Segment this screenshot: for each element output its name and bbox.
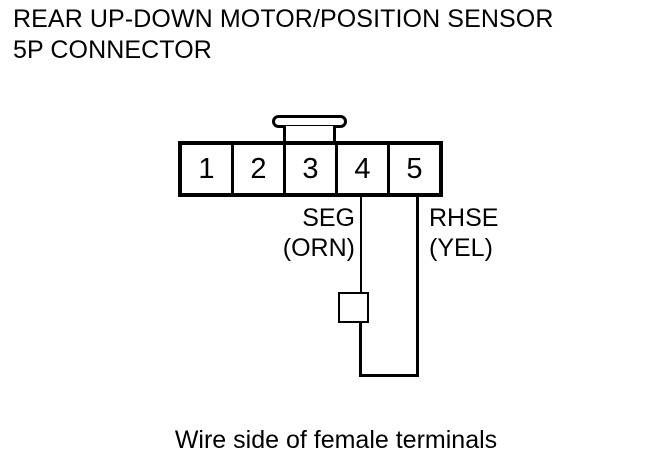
pin-cell-4: 4 — [338, 145, 390, 193]
wire-bottom-link — [359, 374, 419, 377]
wire-pin5-segment — [416, 197, 419, 377]
connector-body: 1 2 3 4 5 — [178, 141, 443, 197]
wire-color-seg: (ORN) — [282, 234, 355, 262]
connector-latch-neck-icon — [283, 126, 336, 144]
pin-cell-3: 3 — [286, 145, 338, 193]
title-line-1: REAR UP-DOWN MOTOR/POSITION SENSOR — [13, 5, 554, 33]
pin-cell-5: 5 — [390, 145, 439, 193]
wire-signal-rhse: RHSE — [429, 204, 499, 232]
wire-label-pin4: SEG (ORN) — [180, 203, 355, 263]
wire-color-rhse: (YEL) — [429, 234, 493, 262]
wire-pin4-lower-segment — [359, 320, 362, 377]
wire-signal-seg: SEG — [302, 204, 355, 232]
diagram-caption: Wire side of female terminals — [174, 426, 498, 454]
inline-component-box — [338, 292, 369, 323]
wire-label-pin5: RHSE (YEL) — [429, 203, 498, 263]
page-title: REAR UP-DOWN MOTOR/POSITION SENSOR 5P CO… — [13, 4, 663, 66]
pin-cell-1: 1 — [182, 145, 234, 193]
wire-pin4-upper-segment — [360, 197, 362, 293]
pin-cell-2: 2 — [234, 145, 286, 193]
title-line-2: 5P CONNECTOR — [13, 36, 212, 64]
